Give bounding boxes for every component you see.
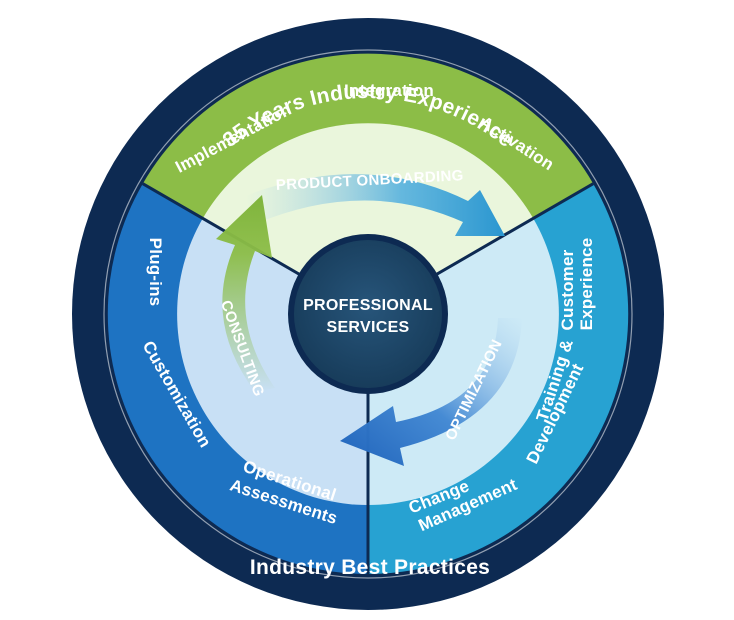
center-circle [294,240,442,388]
product-onboarding-arrow [245,174,505,236]
center-label-line2: SERVICES [326,319,409,336]
center-label-line1: PROFESSIONAL [303,297,433,314]
inner-top-sector [202,123,534,314]
segment-label-integration: Integration [344,81,434,100]
segment-label-plug-ins: Plug-ins [146,238,165,307]
consulting-arrow [216,195,275,392]
outer-bottom-label: Industry Best Practices [250,556,490,579]
segment-label-experience: Experience [577,238,596,331]
segment-label-customer: Customer [558,249,577,330]
optimization-arrow [340,318,522,466]
outer-ring-divider [103,49,633,579]
